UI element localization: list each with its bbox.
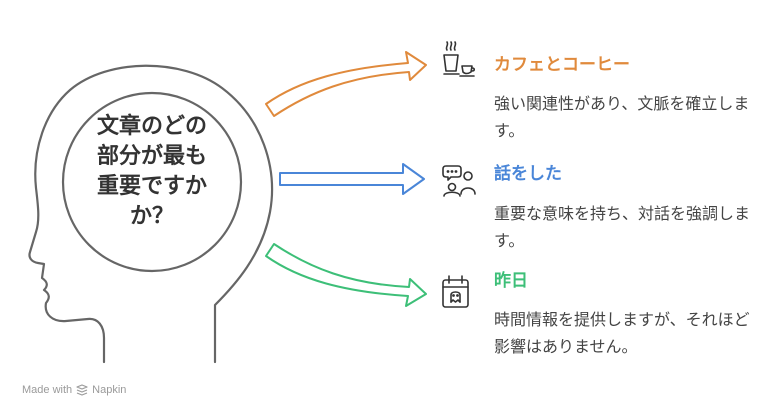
question-line: 文章のどの [96,114,207,139]
question-line: 部分が最も [96,144,207,169]
people-talking-icon [442,165,476,197]
question-line: 重要ですか [96,174,207,199]
item-title-talk: 話をした [494,164,562,184]
central-question: 文章のどの 部分が最も 重要ですか か？ [72,112,232,232]
footer-credit: Made with Napkin [22,384,126,396]
item-description-yesterday: 時間情報を提供しますが、それほど影響はありません。 [494,310,750,356]
item-title-yesterday: 昨日 [494,271,528,291]
thought-circle [61,91,243,273]
item-description-talk: 重要な意味を持ち、対話を強調します。 [494,204,751,250]
arrow-coffee [265,51,427,117]
head-silhouette [28,64,274,364]
coffee-cup-icon [443,41,476,77]
footer-brand: Napkin [92,384,127,396]
item-description-coffee: 強い関連性があり、文脈を確立します。 [494,94,750,140]
footer-made-with: Made with [22,384,73,396]
item-title-coffee: カフェとコーヒー [494,55,630,75]
question-line: か？ [129,204,174,229]
calendar-icon [442,275,469,308]
napkin-logo-icon [76,384,88,396]
arrow-talk [279,163,425,195]
arrow-yesterday [265,243,427,307]
